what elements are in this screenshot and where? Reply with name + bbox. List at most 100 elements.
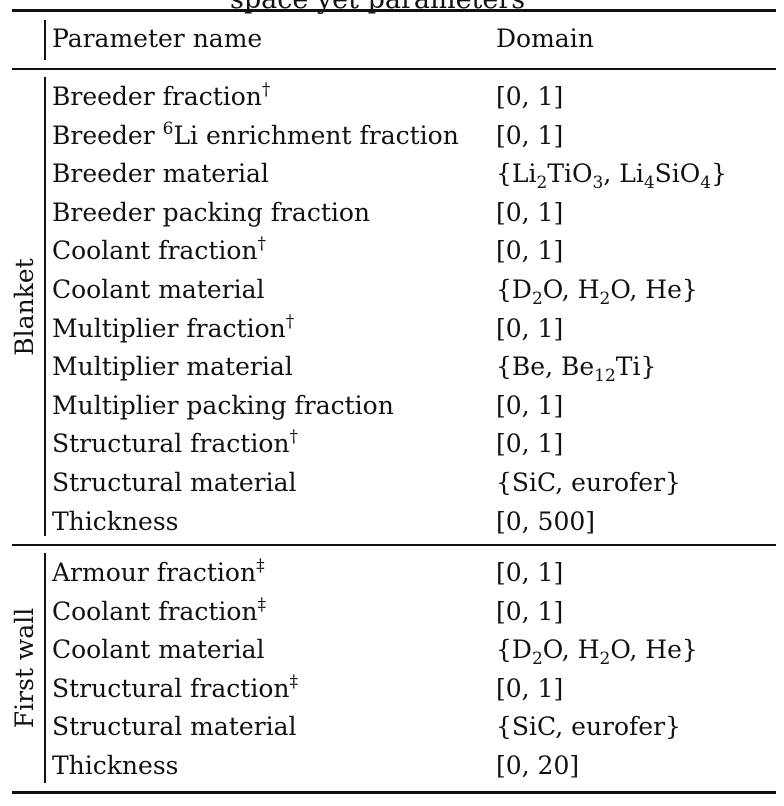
parameter-name-cell: Thickness (52, 751, 178, 781)
chemical-subscript: 2 (531, 649, 543, 670)
parameter-name-cell: Multiplier material (52, 352, 293, 382)
domain-cell: [0, 1] (496, 391, 563, 421)
domain-text: O, He} (610, 275, 698, 304)
domain-text: {SiC, eurofer} (496, 468, 681, 497)
chemical-subscript: 3 (592, 173, 604, 194)
footnote-mark: † (257, 234, 267, 255)
parameter-name-cell: Coolant fraction† (52, 236, 266, 266)
parameter-name-text: Breeder fraction (52, 82, 262, 111)
domain-text: O, H (542, 275, 600, 304)
domain-text: [0, 1] (496, 236, 564, 266)
domain-cell: {Li2TiO3, Li4SiO4} (496, 159, 728, 192)
domain-cell: [0, 1] (496, 429, 563, 459)
domain-cell: {SiC, eurofer} (496, 712, 681, 742)
domain-cell: [0, 1] (496, 121, 563, 151)
chemical-subscript: 12 (594, 366, 616, 387)
parameter-name-cell: Breeder fraction† (52, 82, 270, 112)
domain-cell: [0, 1] (496, 674, 563, 704)
parameter-name-text: Li enrichment fraction (173, 120, 459, 150)
domain-cell: {D2O, H2O, He} (496, 635, 698, 668)
chemical-subscript: 2 (599, 649, 611, 670)
blanket-divider (44, 77, 46, 536)
parameter-name-cell: Structural fraction‡ (52, 671, 298, 704)
domain-cell: {Be, Be12Ti} (496, 352, 657, 385)
domain-cell: [0, 1] (496, 198, 563, 228)
domain-text: {D (496, 635, 532, 665)
domain-text: [0, 1] (496, 313, 564, 343)
parameter-name-text: Multiplier fraction (52, 313, 286, 343)
domain-cell: [0, 1] (496, 82, 563, 112)
chemical-subscript: 4 (643, 173, 655, 194)
parameter-name-text: Structural fraction (52, 673, 290, 703)
parameter-name-text: Breeder (52, 120, 163, 150)
chemical-subscript: 2 (531, 289, 543, 309)
header-parameter-name: Parameter name (52, 24, 263, 53)
top-rule (12, 9, 776, 12)
parameter-name-cell: Breeder 6Li enrichment fraction (52, 118, 459, 151)
parameter-name-text: Coolant material (52, 635, 265, 665)
parameter-name-cell: Breeder material (52, 159, 269, 189)
domain-cell: [0, 1] (496, 236, 563, 266)
parameter-name-cell: Thickness (52, 507, 178, 537)
domain-text: } (711, 159, 728, 189)
parameter-name-cell: Structural material (52, 712, 296, 742)
parameter-name-text: Breeder packing fraction (52, 197, 371, 227)
domain-cell: {D2O, H2O, He} (496, 275, 698, 308)
domain-text: {Be, Be (496, 352, 595, 382)
domain-cell: [0, 1] (496, 558, 563, 588)
chemical-subscript: 2 (599, 289, 611, 309)
header-divider (44, 20, 46, 60)
parameter-name-text: Structural fraction (52, 429, 290, 459)
domain-text: [0, 1] (496, 558, 564, 587)
parameter-name-cell: Coolant material (52, 275, 265, 305)
parameter-name-cell: Structural fraction† (52, 429, 298, 459)
footnote-mark: † (261, 80, 271, 100)
parameter-name-text: Armour fraction (52, 558, 257, 587)
header-rule (12, 68, 776, 70)
domain-text: [0, 500] (496, 506, 596, 536)
domain-text: SiO (654, 159, 701, 189)
footnote-mark: ‡ (257, 594, 267, 615)
parameter-name-text: Coolant fraction (52, 596, 258, 626)
parameter-name-text: Coolant material (52, 275, 265, 304)
parameter-name-text: Thickness (52, 506, 179, 536)
parameter-name-cell: Structural material (52, 468, 296, 498)
domain-cell: [0, 1] (496, 314, 563, 344)
parameter-name-text: Structural material (52, 468, 297, 497)
domain-text: [0, 1] (496, 390, 564, 420)
domain-text: [0, 1] (496, 673, 564, 703)
domain-text: , Li (603, 159, 644, 189)
parameter-name-cell: Coolant fraction‡ (52, 594, 267, 627)
parameter-name-cell: Breeder packing fraction (52, 198, 370, 228)
domain-text: {SiC, eurofer} (496, 712, 681, 742)
isotope-superscript: 6 (162, 118, 174, 139)
footnote-mark: ‡ (256, 556, 265, 576)
parameter-name-text: Multiplier packing fraction (52, 390, 394, 420)
group-label-blanket: Blanket (10, 258, 39, 356)
parameter-name-cell: Armour fraction‡ (52, 558, 265, 588)
domain-cell: [0, 1] (496, 597, 563, 627)
bottom-rule (12, 791, 776, 794)
group-separator-rule (12, 544, 776, 546)
domain-text: Ti} (615, 352, 657, 382)
domain-text: [0, 20] (496, 751, 580, 780)
chemical-subscript: 4 (700, 173, 712, 194)
parameter-name-cell: Coolant material (52, 635, 265, 665)
parameter-name-text: Breeder material (52, 159, 269, 189)
domain-text: {D (496, 275, 532, 304)
domain-text: [0, 1] (496, 82, 564, 111)
domain-cell: {SiC, eurofer} (496, 468, 681, 498)
header-domain: Domain (496, 24, 594, 53)
footnote-mark: ‡ (289, 671, 298, 692)
domain-text: O, H (542, 635, 600, 665)
domain-text: TiO (547, 159, 593, 189)
domain-text: {Li (496, 159, 537, 189)
parameter-name-cell: Multiplier packing fraction (52, 391, 394, 421)
domain-cell: [0, 500] (496, 507, 595, 537)
chemical-subscript: 2 (536, 173, 548, 194)
parameter-name-text: Structural material (52, 712, 297, 742)
domain-text: [0, 1] (496, 429, 564, 459)
domain-text: [0, 1] (496, 197, 564, 227)
footnote-mark: † (289, 427, 298, 448)
domain-cell: [0, 20] (496, 751, 579, 781)
